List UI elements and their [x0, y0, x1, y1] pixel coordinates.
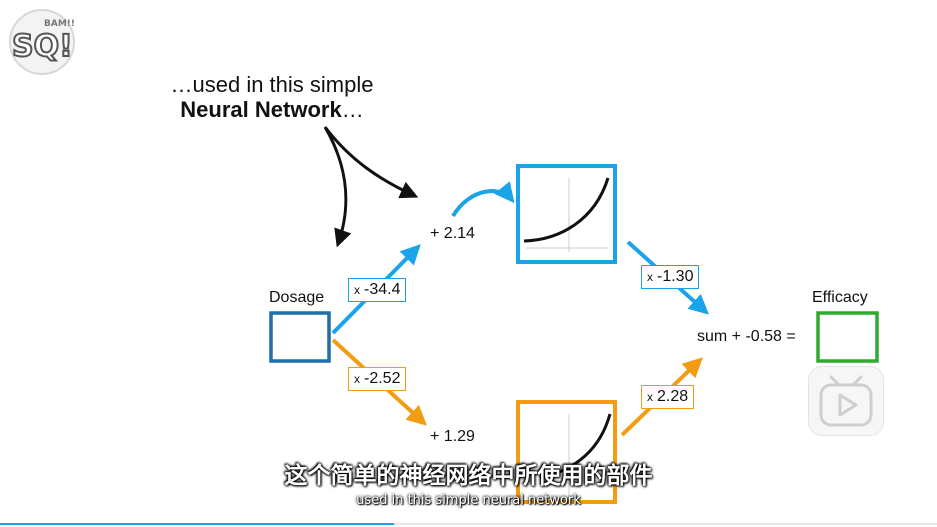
caption-bold: Neural Network	[180, 97, 342, 123]
caption-line2: Neural Network…	[157, 97, 387, 122]
weight-top-out: x -1.30	[641, 265, 700, 289]
caption: …used in this simple Neural Network…	[157, 72, 387, 123]
weight-bottom-out-value: 2.28	[657, 388, 689, 405]
input-node	[269, 311, 331, 363]
weight-bottom-in: x -2.52	[348, 367, 407, 391]
output-node	[816, 311, 879, 363]
hidden-node-bottom	[516, 400, 617, 504]
bottom-bias-label: + 1.29	[430, 428, 475, 445]
weight-bottom-out-x: x	[647, 390, 653, 404]
weight-top-in-value: -34.4	[364, 281, 401, 298]
logo-small-text: BAM!!	[44, 19, 75, 29]
pointer-arrow-right	[323, 126, 419, 199]
subtitle-english: used in this simple neural network	[356, 493, 581, 508]
top-bias-label: + 2.14	[430, 225, 475, 242]
weight-bottom-out: x 2.28	[641, 385, 695, 409]
caption-line1: …used in this simple	[170, 72, 374, 97]
statquest-logo: SQ! BAM!!	[9, 9, 75, 75]
activation-curve-bottom	[539, 413, 612, 480]
logo-text: SQ!	[12, 29, 73, 64]
weight-top-in-x: x	[354, 283, 360, 297]
weight-bottom-in-value: -2.52	[364, 370, 401, 387]
caption-ellipsis: …	[341, 97, 364, 123]
play-button[interactable]	[808, 366, 884, 436]
subtitle-chinese: 这个简单的神经网络中所使用的部件	[284, 463, 653, 489]
activation-curve-top	[523, 177, 610, 243]
sum-label: sum + -0.58 =	[697, 328, 796, 345]
hidden-node-top	[516, 164, 617, 264]
weight-top-out-value: -1.30	[657, 268, 694, 285]
output-label: Efficacy	[812, 289, 868, 306]
connection-bias-top	[451, 181, 515, 218]
pointer-arrow-down	[323, 126, 352, 248]
weight-top-in: x -34.4	[348, 278, 407, 302]
play-icon	[819, 375, 873, 427]
weight-top-out-x: x	[647, 270, 653, 284]
input-label: Dosage	[269, 289, 325, 306]
weight-bottom-in-x: x	[354, 372, 360, 386]
